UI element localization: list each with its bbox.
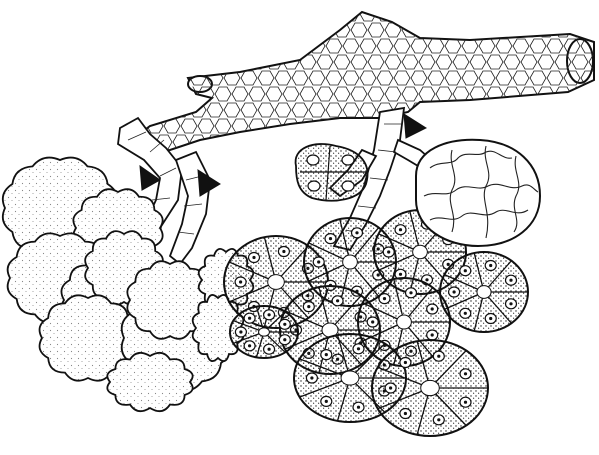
duct-tree [122,7,599,152]
surface-lobules [3,158,253,412]
arrowhead-icon [404,114,426,138]
netted-acinus [416,140,540,246]
duct-opening-left [188,76,212,92]
upper-acinus [296,144,368,201]
